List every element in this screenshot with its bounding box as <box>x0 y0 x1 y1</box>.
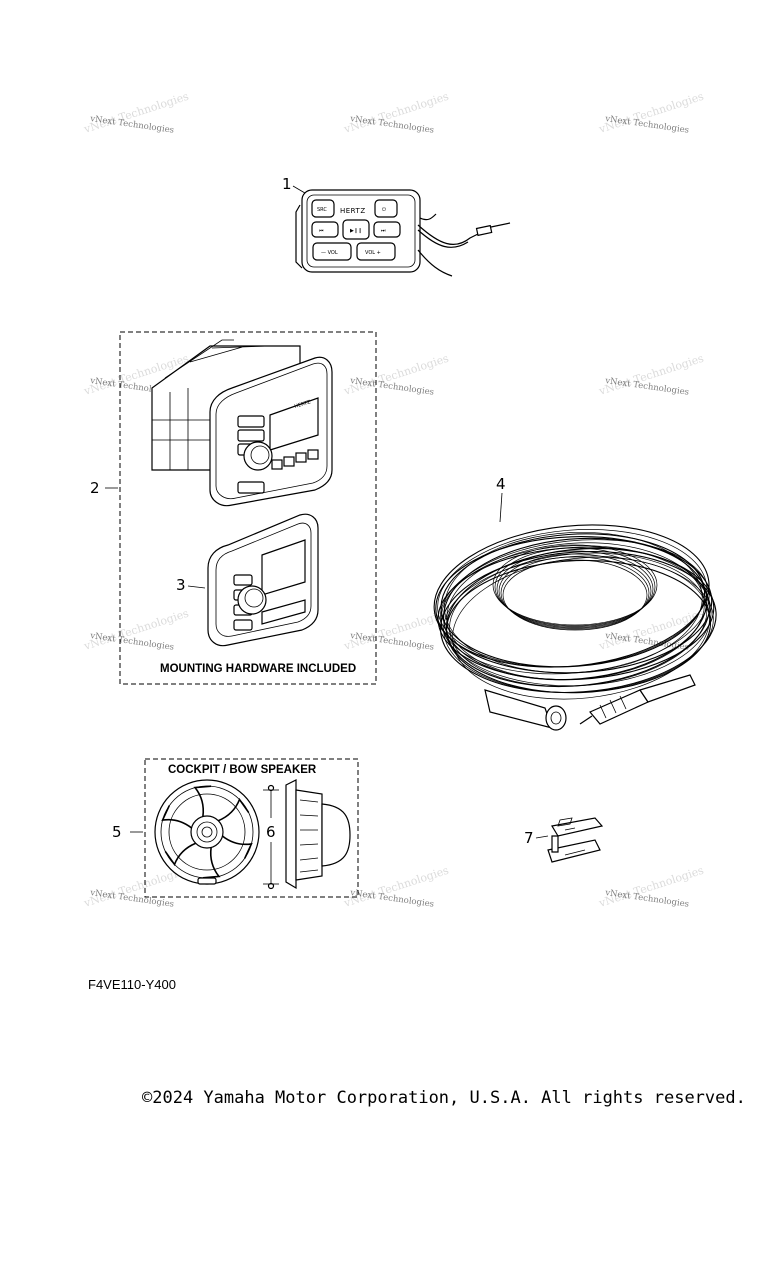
remote-prev-button[interactable]: ⏮ <box>319 228 324 234</box>
part-1-remote-control[interactable]: 1 SRC HERTZ ⏻ ⏮ ▶❙❙ ⏭ — VOL VOL + <box>282 175 511 277</box>
callout-3: 3 <box>176 576 186 594</box>
part-7-adapter-clip[interactable]: 7 <box>524 817 604 863</box>
remote-next-button[interactable]: ⏭ <box>381 228 386 234</box>
cable-coil <box>433 524 717 700</box>
callout-1: 1 <box>282 175 292 193</box>
remote-play-pause-button[interactable]: ▶❙❙ <box>350 228 362 234</box>
remote-power-button[interactable]: ⏻ <box>382 207 386 213</box>
diagram-code: F4VE110-Y400 <box>88 977 176 992</box>
kit-boundary-box <box>119 331 377 685</box>
speaker-grille <box>161 785 253 879</box>
remote-vol-up-button[interactable]: VOL + <box>365 250 381 256</box>
callout-2: 2 <box>90 479 100 497</box>
stereo-brand-logo: HERTZ <box>294 399 312 410</box>
callout-7: 7 <box>524 829 534 847</box>
part-6-mounting-screws[interactable]: 6 <box>263 779 351 890</box>
callout-6: 6 <box>266 823 276 841</box>
cockpit-speaker-label: COCKPIT / BOW SPEAKER <box>168 764 317 776</box>
remote-src-button[interactable]: SRC <box>317 207 327 213</box>
remote-vol-down-button[interactable]: — VOL <box>321 250 338 256</box>
speaker-boundary-box <box>144 758 359 898</box>
remote-brand-logo: HERTZ <box>340 207 366 215</box>
part-5-speaker[interactable]: 5 <box>112 779 260 885</box>
callout-5: 5 <box>112 823 122 841</box>
copyright-notice: ©2024 Yamaha Motor Corporation, U.S.A. A… <box>142 1088 746 1108</box>
mounting-hardware-label: MOUNTING HARDWARE INCLUDED <box>160 663 356 675</box>
part-3-mounting-bezel[interactable]: 3 <box>176 513 319 647</box>
callout-4: 4 <box>496 475 506 493</box>
part-4-extension-cable[interactable]: 4 <box>427 475 721 731</box>
part-2-stereo-head-unit[interactable]: HERTZ <box>151 339 333 507</box>
